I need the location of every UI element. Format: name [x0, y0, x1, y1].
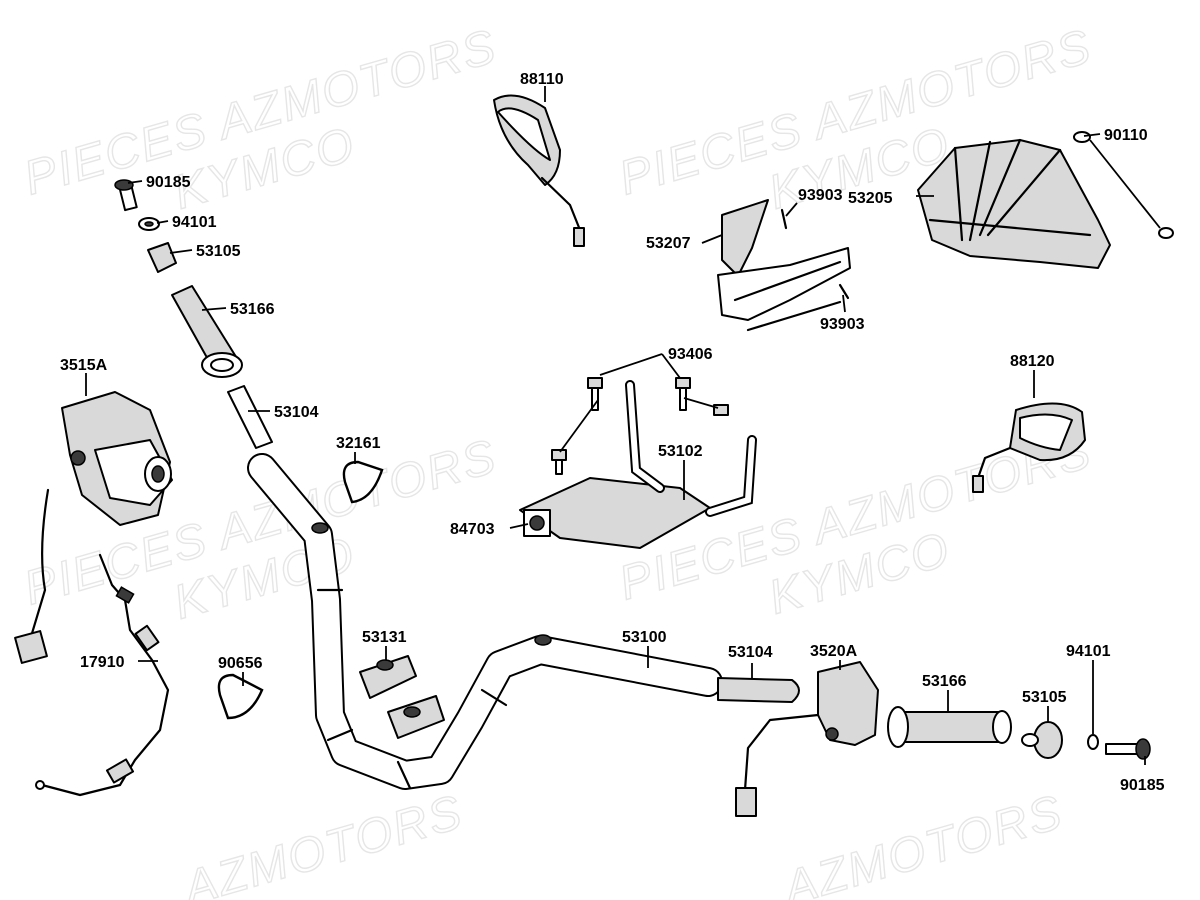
label-53207: 53207 [646, 235, 691, 252]
sleeve-53104-bottom-part [717, 677, 800, 703]
weight-53105-bottom-part [1021, 721, 1063, 759]
clamp-90656-part [217, 673, 264, 720]
label-90185-bottom: 90185 [1120, 777, 1165, 794]
label-53131: 53131 [362, 629, 407, 646]
label-53166-bottom: 53166 [922, 673, 967, 690]
holder-53131-part [359, 655, 445, 739]
label-3515A: 3515A [60, 357, 108, 374]
mirror-88120-part [972, 402, 1086, 493]
label-94101-bottom: 94101 [1066, 643, 1111, 660]
label-53166-top: 53166 [230, 301, 275, 318]
handlebar-part [247, 453, 723, 790]
cable-17910-part [35, 553, 170, 797]
label-53104-bottom: 53104 [728, 644, 773, 661]
label-53102: 53102 [658, 443, 703, 460]
label-84703: 84703 [450, 521, 495, 538]
windshield-53205-part [917, 138, 1111, 269]
rubber-84703-part [523, 509, 551, 537]
clamp-32161-part [342, 460, 384, 504]
leader-lines [85, 86, 1146, 765]
label-94101-top: 94101 [172, 214, 217, 231]
bolt-90185-top-part [114, 179, 138, 212]
bolt-93406-part [551, 377, 729, 475]
label-53105-bottom: 53105 [1022, 689, 1067, 706]
label-53100: 53100 [622, 629, 667, 646]
washer-94101-top-part [138, 217, 160, 231]
label-32161: 32161 [336, 435, 381, 452]
watermark-line1: AZMOTORS [176, 785, 469, 900]
part-labels: 88110 90110 90185 94101 53105 53166 9390… [60, 71, 1165, 794]
bolt-90185-bottom-part [1105, 738, 1151, 760]
watermark-line1: AZMOTORS [776, 785, 1069, 900]
switch-3515A-part [14, 391, 173, 664]
mirror-88110-part [493, 94, 585, 247]
screw-93903-part [746, 208, 850, 332]
cover-53207-part [717, 199, 851, 321]
label-93903-bottom: 93903 [820, 316, 865, 333]
bracket-53102-part [519, 380, 757, 549]
grip-53166-bottom-part [887, 706, 1012, 748]
screw-90110-part [1073, 131, 1174, 239]
label-3520A: 3520A [810, 643, 858, 660]
label-53105-top: 53105 [196, 243, 241, 260]
label-88110: 88110 [520, 71, 564, 88]
washer-94101-bottom-part [1087, 734, 1099, 750]
label-53205: 53205 [848, 190, 893, 207]
grip-53166-top-part [171, 285, 243, 378]
switch-3520A-part [735, 661, 879, 817]
label-93903-top: 93903 [798, 187, 843, 204]
sleeve-53104-top-part [227, 385, 273, 449]
label-53104-top: 53104 [274, 404, 319, 421]
label-90185-top: 90185 [146, 174, 191, 191]
label-17910: 17910 [80, 654, 125, 671]
label-90110: 90110 [1104, 127, 1148, 144]
label-88120: 88120 [1010, 353, 1055, 370]
label-90656: 90656 [218, 655, 263, 672]
weight-53105-top-part [147, 242, 177, 273]
label-93406: 93406 [668, 346, 713, 363]
